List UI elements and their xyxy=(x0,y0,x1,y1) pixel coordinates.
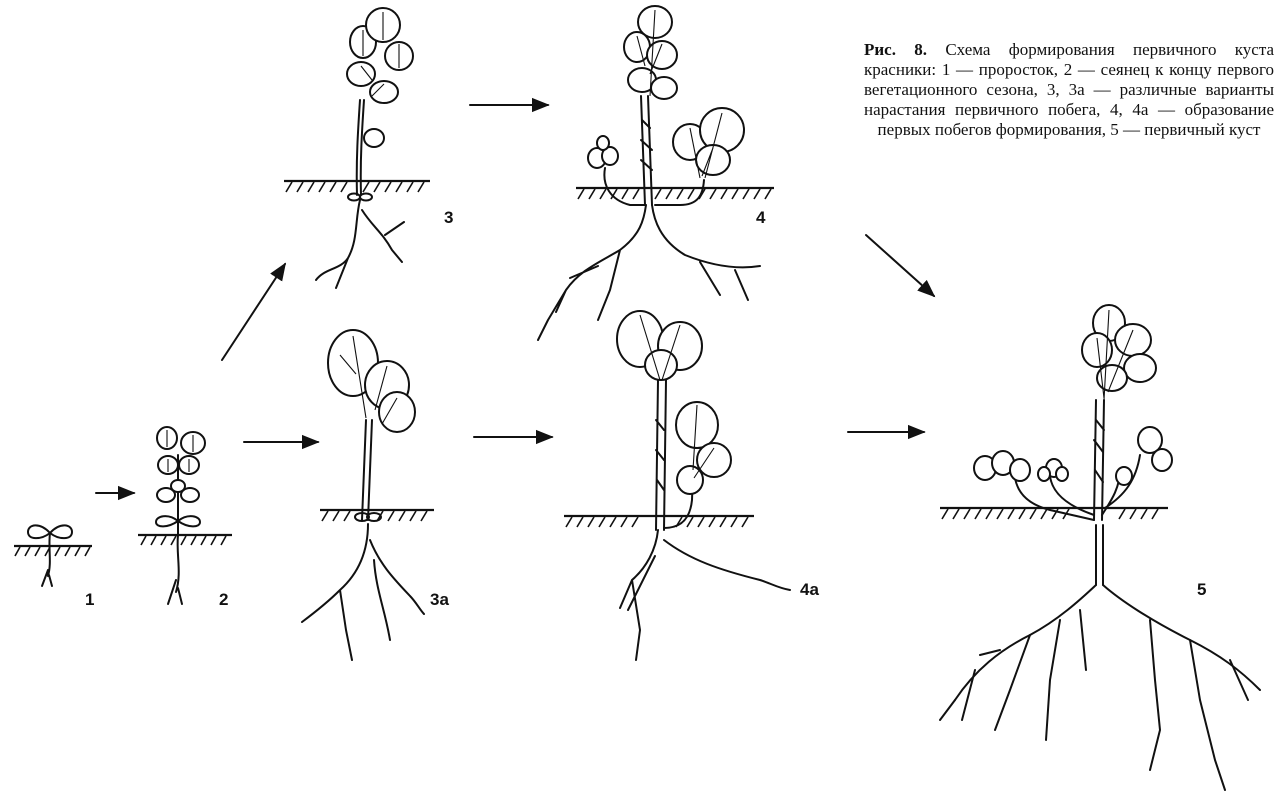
stage-4-plant xyxy=(538,6,774,340)
arrow-2-to-3 xyxy=(222,264,285,360)
label-stage-5: 5 xyxy=(1197,580,1206,600)
stage-3a-plant xyxy=(302,330,434,660)
stage-5-primary-bush xyxy=(940,305,1260,790)
stage-3-plant xyxy=(284,8,430,288)
stage-4a-plant xyxy=(564,311,790,660)
stage-1-seedling xyxy=(14,525,92,586)
stage-2-seedling xyxy=(138,427,232,604)
arrow-4-to-5 xyxy=(866,235,934,296)
transition-arrows xyxy=(96,105,934,493)
label-stage-3a: 3а xyxy=(430,590,449,610)
label-stage-1: 1 xyxy=(85,590,94,610)
label-stage-2: 2 xyxy=(219,590,228,610)
label-stage-3: 3 xyxy=(444,208,453,228)
label-stage-4: 4 xyxy=(756,208,765,228)
label-stage-4a: 4а xyxy=(800,580,819,600)
